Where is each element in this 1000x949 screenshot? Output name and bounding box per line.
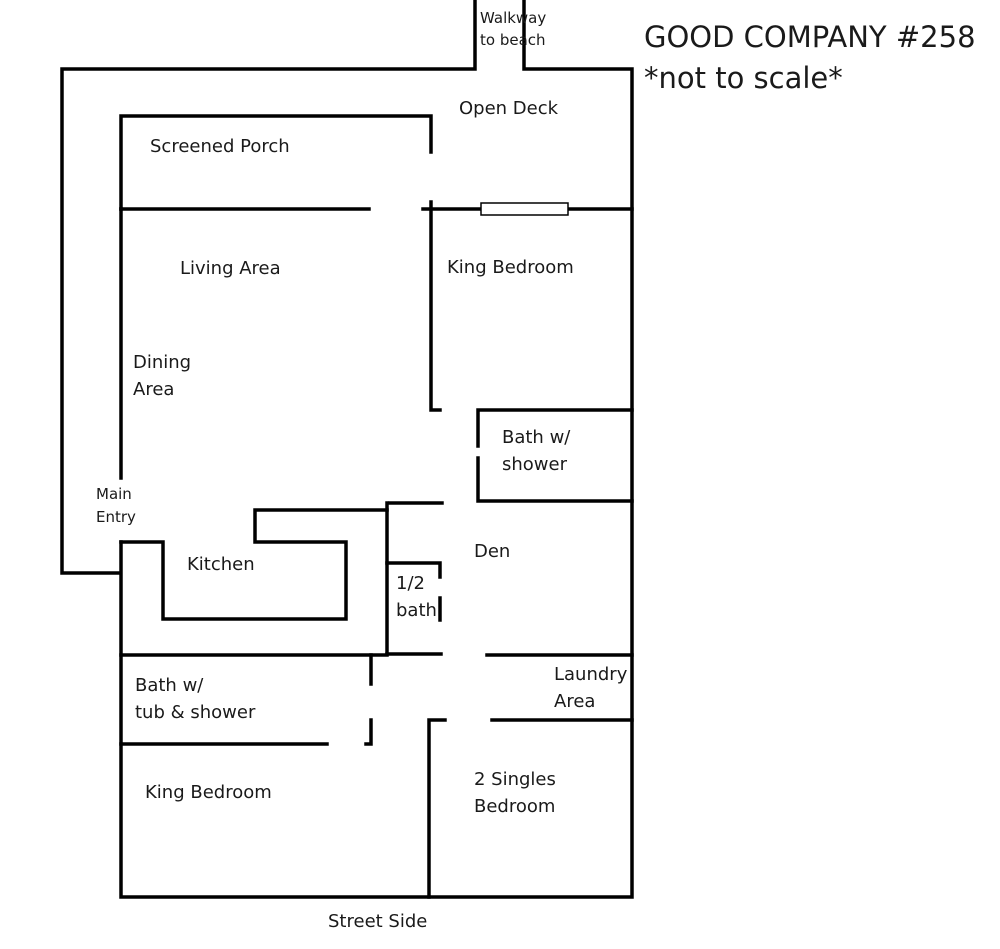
living-area-label: Living Area [180,258,281,279]
king-bedroom-bottom-label: King Bedroom [145,782,272,803]
half-bath-label-line2: bath [396,600,437,621]
king-bedroom-top-label: King Bedroom [447,257,574,278]
walls [60,0,634,899]
window-deck [480,202,569,216]
king-bedroom-west-wall [429,200,442,412]
bath-tub-east-wall [364,653,373,746]
bath-shower-label-line2: shower [502,454,568,475]
laundry-label-line2: Area [554,691,595,712]
plan-subtitle: *not to scale* [644,61,843,95]
laundry-label-line1: Laundry [554,664,628,685]
half-bath-label-line1: 1/2 [396,573,425,594]
kitchen-label: Kitchen [187,554,255,575]
walkway-label-line2: to beach [480,31,546,49]
bath-shower-wall [476,408,634,503]
dining-area-label-line2: Area [133,379,174,400]
den-label: Den [474,541,510,562]
walkway-label-line1: Walkway [480,9,546,27]
street-side-label: Street Side [328,911,427,932]
plan-title: GOOD COMPANY #258 [644,20,976,54]
kitchen-counter [119,508,389,621]
half-bath-wall [385,561,443,656]
screened-porch-wall [119,114,433,211]
screened-porch-label: Screened Porch [150,136,290,157]
singles-bedroom-label-line1: 2 Singles [474,769,556,790]
open-deck-label: Open Deck [459,98,559,119]
bath-tub-label-line1: Bath w/ [135,675,204,696]
singles-bedroom-label-line2: Bedroom [474,796,555,817]
main-entry-label-line1: Main [96,485,132,503]
bath-tub-label-line2: tub & shower [135,702,256,723]
bath-shower-label-line1: Bath w/ [502,427,571,448]
dining-area-label-line1: Dining [133,352,191,373]
main-entry-label-line2: Entry [96,508,136,526]
singles-bedroom-north-wall [427,718,447,899]
outer-wall [60,0,634,899]
